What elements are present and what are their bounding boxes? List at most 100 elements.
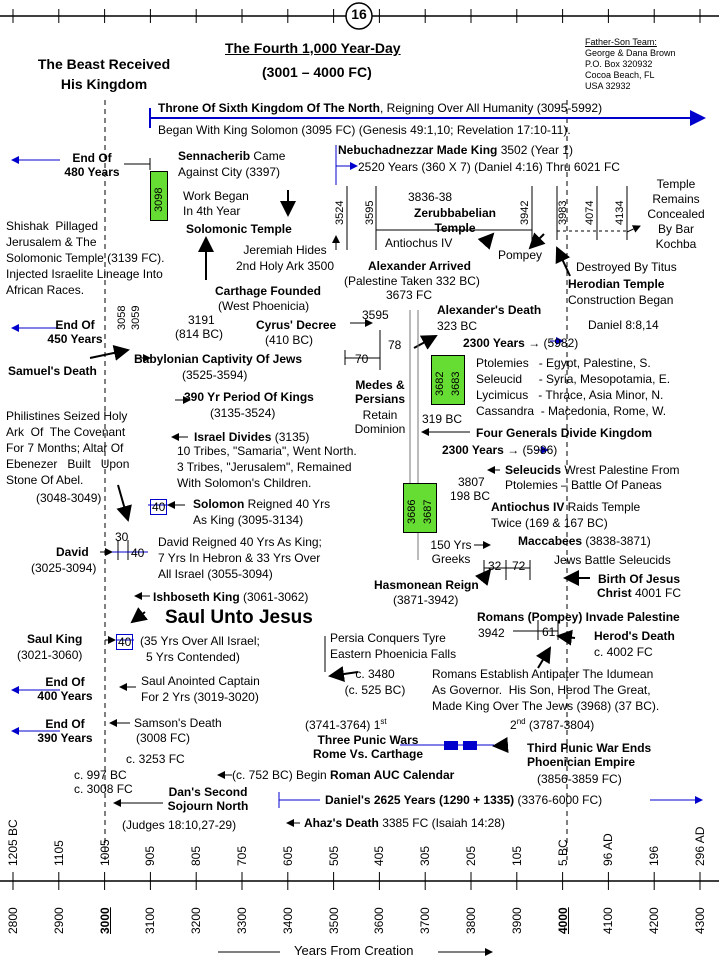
israel-divides: Israel Divides (3135) xyxy=(194,430,310,444)
footer-years-from-creation: Years From Creation xyxy=(294,943,414,958)
scale-bc-label-13: 96 AD xyxy=(601,833,616,866)
medes-persians: Medes &Persians xyxy=(354,378,406,406)
alexander-arrived-3: 3673 FC xyxy=(386,288,433,302)
samsons-death-fc: (3008 FC) xyxy=(136,731,191,745)
herodian-temple: Herodian Temple xyxy=(568,277,665,291)
vlabel-3059: 3059 xyxy=(130,305,142,330)
solomonic-temple: Solomonic Temple xyxy=(186,222,292,236)
nebuchadnezzar-line2: 2520 Years (360 X 7) (Daniel 4:16) Thru … xyxy=(358,160,620,174)
c-3253: c. 3253 FC xyxy=(126,752,185,766)
scale-fc-label-3: 3100 xyxy=(143,907,158,934)
israel-divides-detail: 10 Tribes, "Samaria", Went North. 3 Trib… xyxy=(177,444,357,490)
bc-319: 319 BC xyxy=(422,412,463,426)
carthage-3191: 3191 xyxy=(188,313,215,327)
alexander-death: Alexander's Death xyxy=(437,303,542,317)
alexander-arrived: Alexander Arrived xyxy=(368,259,471,273)
vlabel-3595: 3595 xyxy=(364,200,376,225)
scale-bc-label-4: 805 xyxy=(189,845,204,866)
scale-fc-label-12: 4000 xyxy=(555,907,570,934)
scale-fc-label-0: 2800 xyxy=(6,907,20,934)
green-box-3098: 3098 xyxy=(150,171,168,221)
scale-bc-label-14: 196 xyxy=(647,845,662,866)
scale-fc-label-13: 4100 xyxy=(601,907,616,934)
scale-fc-label-5: 3300 xyxy=(235,907,249,934)
antiochus-iv-small: Antiochus IV xyxy=(385,236,453,250)
scale-bc-label-7: 505 xyxy=(326,845,341,866)
vlabel-3942: 3942 xyxy=(519,200,531,225)
saul-king: Saul King xyxy=(27,632,83,646)
scale-fc-label-4: 3200 xyxy=(189,907,204,934)
span-32: 32 xyxy=(488,559,502,573)
samuels-death: Samuel's Death xyxy=(8,364,97,378)
david: David xyxy=(56,545,89,559)
saul-unto-jesus: Saul Unto Jesus xyxy=(165,607,313,628)
third-punic-years: (3856-3859 FC) xyxy=(537,772,622,786)
saul-years: (3021-3060) xyxy=(17,648,83,662)
cyrus-decree: Cyrus' Decree xyxy=(256,318,337,332)
scale-bc-label-5: 705 xyxy=(235,845,249,866)
period-390-years: (3135-3524) xyxy=(210,406,276,420)
vlabel-3983: 3983 xyxy=(557,200,569,225)
philistines: Philistines Seized Holy Ark Of The Coven… xyxy=(6,409,130,487)
seleucids: Seleucids Wrest Palestine From xyxy=(505,463,680,477)
saul-detail: (35 Yrs Over All Israel;5 Yrs Contended) xyxy=(140,634,260,664)
scale-fc-label-9: 3700 xyxy=(418,907,433,934)
span-40-saul: 40 xyxy=(116,634,134,650)
david-years: (3025-3094) xyxy=(31,561,97,575)
punic-first: (3741-3764) 1st xyxy=(305,717,387,732)
c-3480: c. 3480(c. 525 BC) xyxy=(344,667,406,697)
green-box-3686: 3686 3687 xyxy=(403,483,437,533)
span-40-solomon: 40 xyxy=(150,499,168,515)
jews-battle-seleucids: Jews Battle Seleucids xyxy=(554,553,671,567)
years-3048: (3048-3049) xyxy=(36,491,102,505)
ahaz-death: Ahaz's Death 3385 FC (Isaiah 14:28) xyxy=(304,816,505,830)
scale-fc-label-7: 3500 xyxy=(326,907,341,934)
carthage-814: (814 BC) xyxy=(175,327,224,341)
span-30: 30 xyxy=(115,530,129,544)
hasmonean-years: (3871-3942) xyxy=(393,593,459,607)
pompey: Pompey xyxy=(498,248,543,262)
samsons-death: Samson's Death xyxy=(134,716,222,730)
zerub-years: 3836-38 xyxy=(408,190,453,204)
green-box-3682: 3682 3683 xyxy=(431,355,465,405)
years-2300-b: 2300 Years → (5986) xyxy=(442,443,558,457)
punic-second: 2nd (3787-3804) xyxy=(510,717,595,732)
seleucids-line2: Ptolemies – Battle Of Paneas xyxy=(505,478,662,492)
alexander-arrived-2: (Palestine Taken 332 BC) xyxy=(344,274,480,288)
alexander-death-bc: 323 BC xyxy=(437,319,478,333)
sennacherib-line2: Against City (3397) xyxy=(178,165,281,179)
hasmonean-reign: Hasmonean Reign xyxy=(374,578,479,592)
scale-bc-label-15: 296 AD xyxy=(693,826,707,866)
scale-fc-label-2: 3000 xyxy=(97,907,112,934)
cyrus-bc: (410 BC) xyxy=(265,333,314,347)
throne-label: Throne Of Sixth Kingdom Of The North, Re… xyxy=(158,101,603,115)
four-generals: Four Generals Divide Kingdom xyxy=(476,426,653,440)
scale-fc-label-15: 4300 xyxy=(693,907,707,934)
carthage-founded: Carthage Founded xyxy=(215,284,322,298)
scale-fc-label-14: 4200 xyxy=(647,907,662,934)
daniels-2625: Daniel's 2625 Years (1290 + 1335) (3376-… xyxy=(325,793,603,807)
vlabel-4134: 4134 xyxy=(614,200,626,225)
years-2300-a: 2300 Years → (5982) xyxy=(463,336,579,350)
romans-pompey: Romans (Pompey) Invade Palestine xyxy=(477,610,680,624)
page-number: 16 xyxy=(351,6,367,22)
carthage-sub: (West Phoenicia) xyxy=(218,299,310,313)
david-reigned: David Reigned 40 Yrs As King; 7 Yrs In H… xyxy=(158,535,322,581)
romans-establish: Romans Establish Antipater The Idumean A… xyxy=(432,667,660,713)
scale-fc-label-6: 3400 xyxy=(280,907,295,934)
span-40-david: 40 xyxy=(131,546,145,560)
scale-fc-label-10: 3800 xyxy=(464,907,478,934)
vlabel-4074: 4074 xyxy=(584,200,596,225)
